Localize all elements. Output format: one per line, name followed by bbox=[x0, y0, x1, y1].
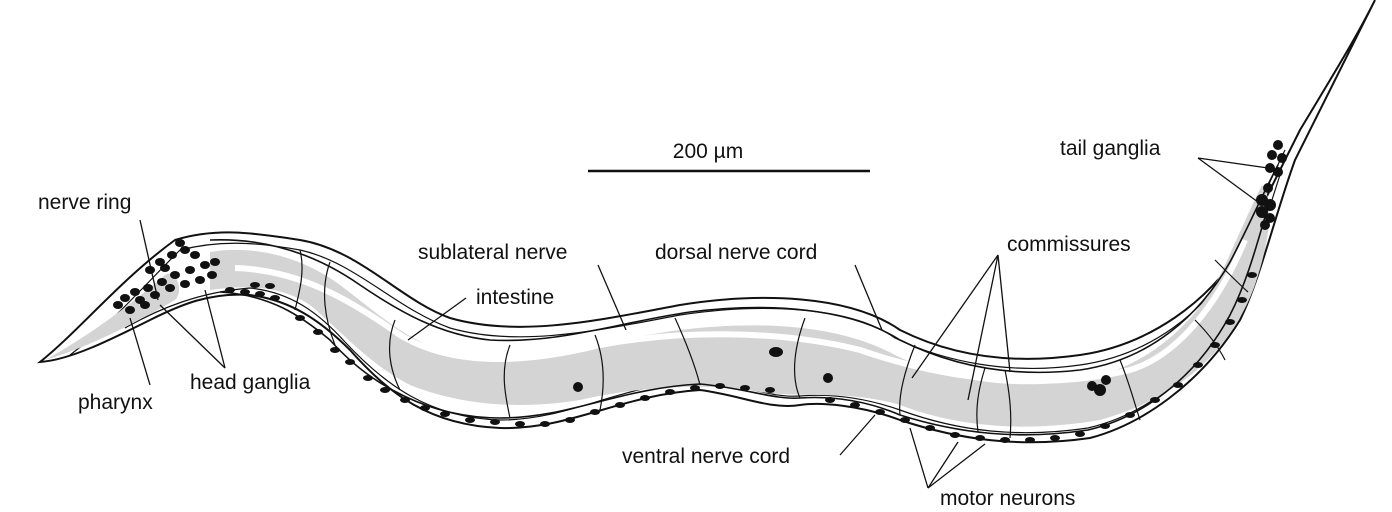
commissure bbox=[674, 317, 701, 386]
leader-commissures-3 bbox=[997, 254, 1011, 373]
leader-tail-ganglia-2 bbox=[1197, 157, 1263, 206]
leader-tail-ganglia-1 bbox=[1197, 157, 1269, 169]
scale-bar-label: 200 µm bbox=[673, 140, 743, 163]
label-commissures: commissures bbox=[1007, 233, 1131, 256]
commissure bbox=[976, 367, 986, 433]
commissures-lines bbox=[294, 249, 1249, 439]
label-motor-neurons: motor neurons bbox=[940, 487, 1075, 510]
commissure bbox=[793, 317, 806, 399]
leader-commissures-2 bbox=[967, 254, 999, 401]
label-dorsal-nerve-cord: dorsal nerve cord bbox=[655, 241, 817, 264]
commissure bbox=[389, 319, 401, 391]
label-intestine: intestine bbox=[476, 286, 554, 309]
inner-body-line bbox=[69, 149, 1286, 369]
isolated-neurons bbox=[573, 347, 1111, 396]
leader-ventral-nerve-cord bbox=[839, 414, 876, 456]
leader-pharynx bbox=[129, 317, 151, 386]
motor-neurons-cells bbox=[295, 272, 1257, 443]
dorsal-nerve-cord bbox=[209, 164, 1279, 374]
intestine bbox=[45, 185, 1270, 427]
intestine-lumen bbox=[234, 238, 1248, 384]
label-head-ganglia: head ganglia bbox=[190, 371, 311, 394]
leader-head-ganglia-1 bbox=[159, 304, 226, 369]
leader-nerve-ring bbox=[139, 219, 159, 301]
label-nerve-ring: nerve ring bbox=[38, 191, 131, 214]
leader-intestine bbox=[407, 297, 467, 341]
commissure bbox=[294, 249, 303, 311]
leader-commissures-1 bbox=[911, 254, 999, 379]
label-sublateral-nerve: sublateral nerve bbox=[418, 241, 567, 264]
commissure bbox=[1214, 259, 1249, 293]
pharynx-shape bbox=[45, 273, 180, 360]
leader-motor-neurons-1 bbox=[909, 427, 929, 489]
intestine-shape bbox=[210, 185, 1270, 427]
labels: nerve ring pharynx head ganglia sublater… bbox=[38, 137, 1269, 510]
leader-motor-neurons-2 bbox=[927, 441, 959, 489]
tail-ganglia-neurons bbox=[1256, 140, 1287, 230]
commissure bbox=[899, 344, 916, 416]
commissure bbox=[1119, 359, 1141, 421]
scale-bar: 200 µm bbox=[588, 140, 870, 173]
leader-motor-neurons-3 bbox=[927, 443, 986, 489]
commissure bbox=[594, 334, 604, 411]
commissure bbox=[503, 344, 511, 419]
commissure bbox=[1004, 369, 1012, 439]
label-pharynx: pharynx bbox=[78, 391, 153, 414]
commissure bbox=[323, 261, 336, 346]
leader-head-ganglia-2 bbox=[204, 289, 226, 369]
leader-dorsal-nerve-cord bbox=[854, 264, 883, 331]
label-ventral-nerve-cord: ventral nerve cord bbox=[622, 445, 790, 468]
commissure bbox=[1194, 319, 1226, 361]
label-tail-ganglia: tail ganglia bbox=[1060, 137, 1161, 160]
leader-sublateral-nerve bbox=[597, 264, 627, 331]
